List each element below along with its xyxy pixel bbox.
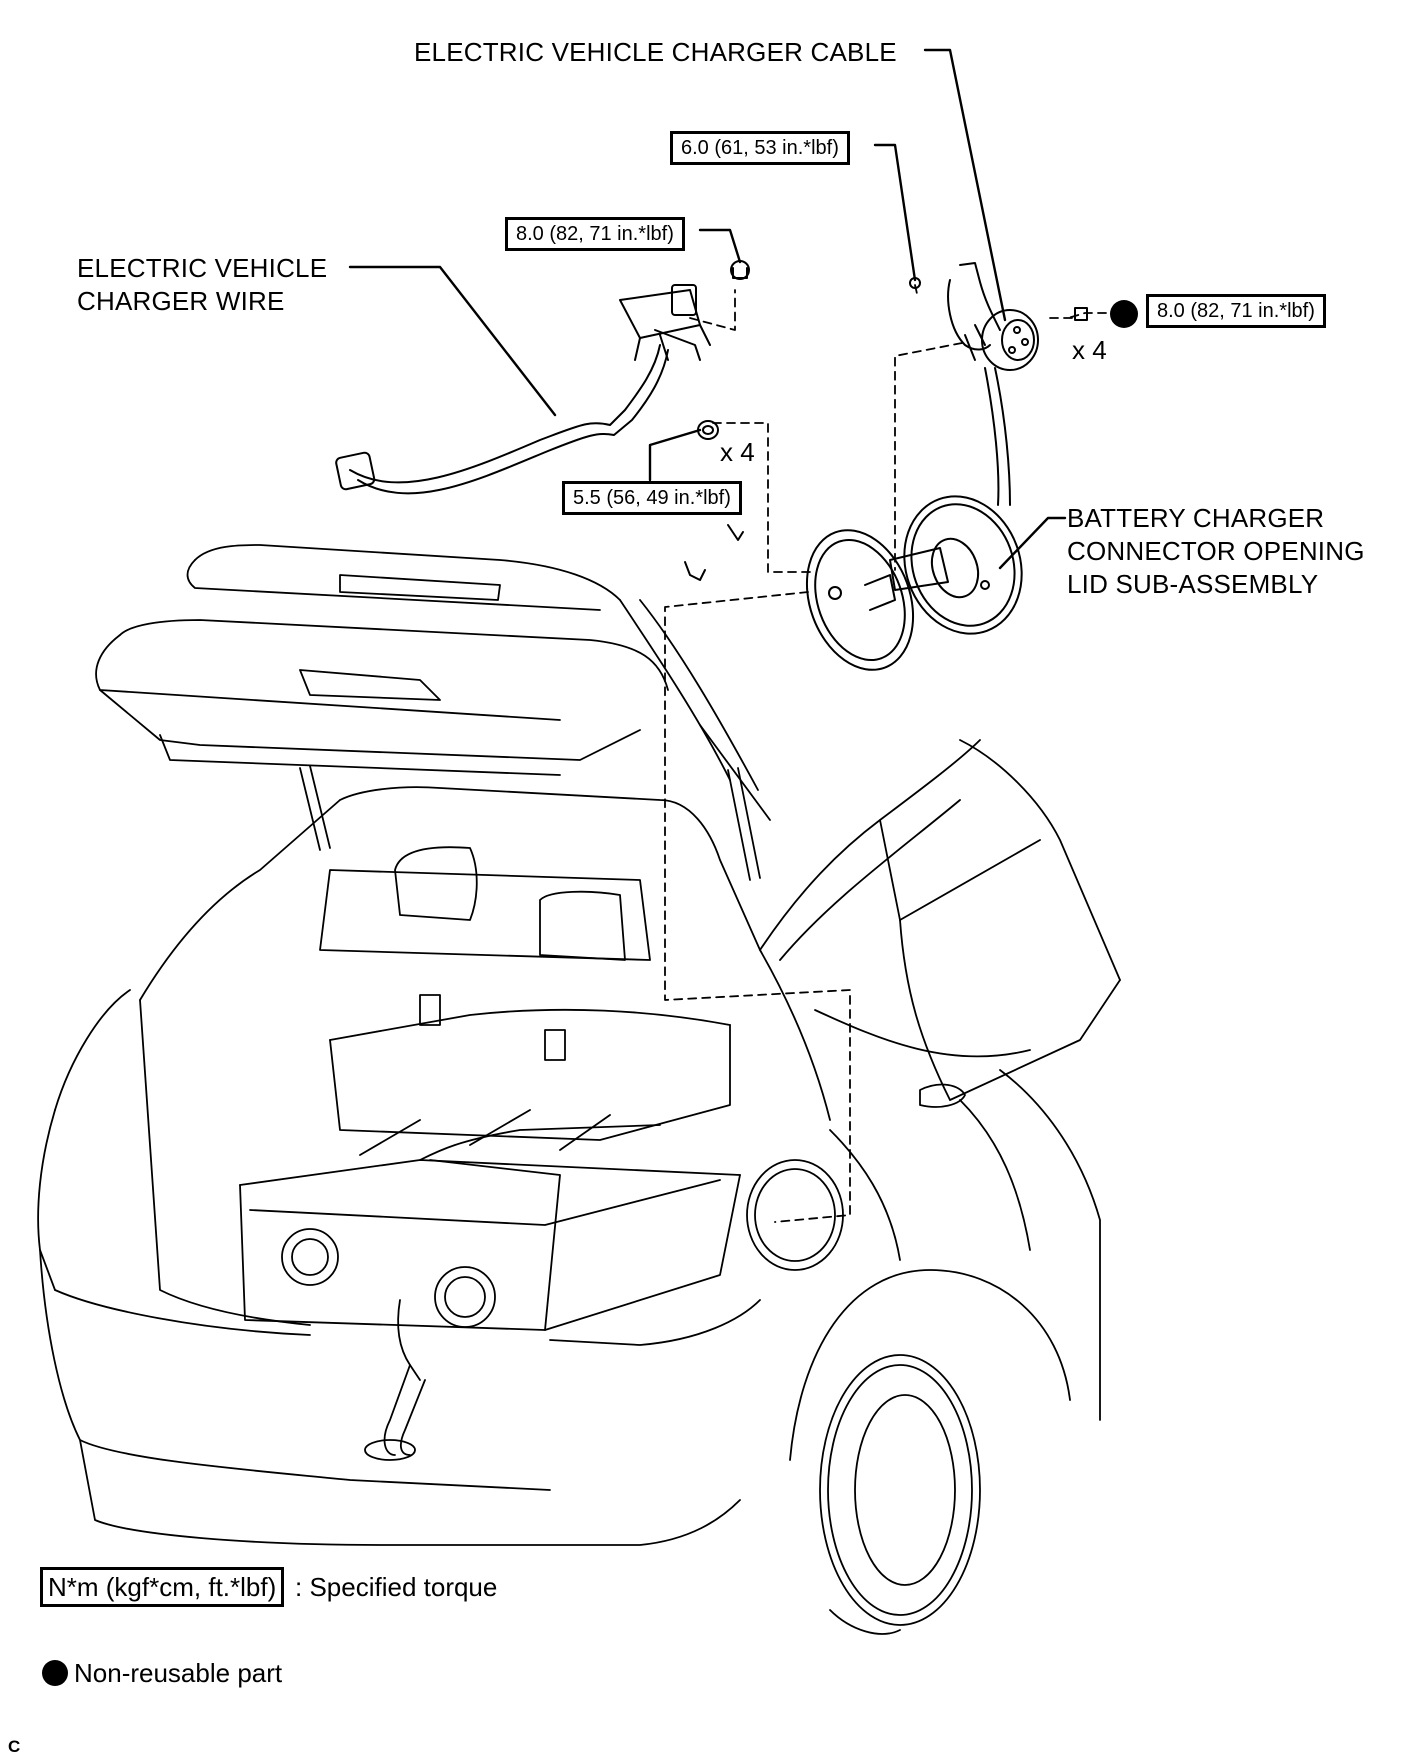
- nonreusable-marker: [1110, 300, 1138, 328]
- label-opening-lid-line3: LID SUB-ASSEMBLY: [1067, 569, 1319, 599]
- vehicle-body: [37, 544, 1121, 1635]
- qty-lid-screw: x 4: [720, 437, 755, 467]
- leader-lines: [348, 48, 1067, 570]
- label-charger-cable: ELECTRIC VEHICLE CHARGER CABLE: [414, 37, 897, 67]
- charger-cable-assembly: [909, 262, 1088, 506]
- torque-box-wire-nut: 8.0 (82, 71 in.*lbf): [505, 217, 685, 251]
- lid-fasteners: [684, 420, 744, 581]
- qty-cable-mount: x 4: [1072, 335, 1107, 365]
- legend-nonreusable-marker: [42, 1660, 68, 1686]
- torque-box-cable-bolt: 6.0 (61, 53 in.*lbf): [670, 131, 850, 165]
- charger-wire-harness: [335, 260, 750, 495]
- label-charger-wire-line1: ELECTRIC VEHICLE: [77, 253, 328, 283]
- torque-box-lid-screw: 5.5 (56, 49 in.*lbf): [562, 481, 742, 515]
- label-opening-lid-line2: CONNECTOR OPENING: [1067, 536, 1365, 566]
- label-opening-lid-line1: BATTERY CHARGER: [1067, 503, 1325, 533]
- legend-torque-description: : Specified torque: [295, 1572, 498, 1602]
- dashed-alignment-lines: [664, 284, 1121, 1223]
- torque-box-cable-mount: 8.0 (82, 71 in.*lbf): [1146, 294, 1326, 328]
- label-charger-wire-line2: CHARGER WIRE: [77, 286, 285, 316]
- illustration-code: C: [8, 1737, 21, 1756]
- opening-lid-assembly: [805, 495, 1023, 671]
- legend-torque-box: N*m (kgf*cm, ft.*lbf): [40, 1567, 285, 1607]
- legend-nonreusable-description: Non-reusable part: [74, 1658, 283, 1688]
